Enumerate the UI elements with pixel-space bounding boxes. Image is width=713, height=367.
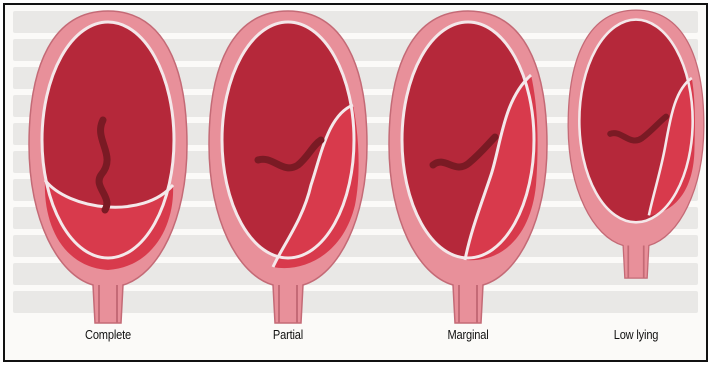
uterus-low-lying xyxy=(563,5,708,335)
figure-frame: Complete Partial Marginal xyxy=(3,3,708,362)
uterus-marginal xyxy=(383,5,553,335)
uterus-partial xyxy=(203,5,373,335)
panel-low-lying: Low lying xyxy=(563,5,708,362)
caption-partial: Partial xyxy=(216,327,361,342)
caption-marginal: Marginal xyxy=(396,327,541,342)
uterus-complete xyxy=(23,5,193,335)
panel-partial: Partial xyxy=(203,5,373,362)
panel-marginal: Marginal xyxy=(383,5,553,362)
caption-complete: Complete xyxy=(36,327,181,342)
panel-complete: Complete xyxy=(23,5,193,362)
caption-low-lying: Low lying xyxy=(574,327,698,342)
